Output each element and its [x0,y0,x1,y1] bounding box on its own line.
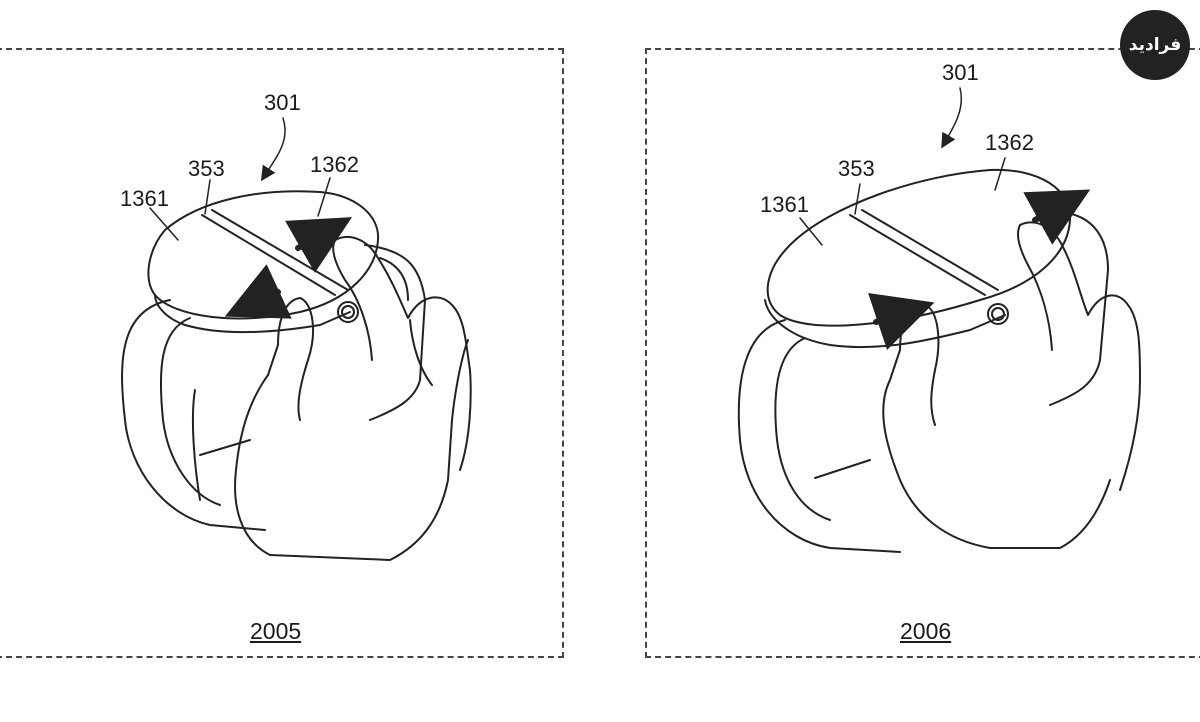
arrow-up-right [285,217,353,273]
label-301: 301 [942,60,979,85]
figure-2006-frame [645,48,1200,658]
figure-number-2005: 2005 [250,618,302,644]
figure-2005-drawing [121,117,472,561]
label-1362: 1362 [310,152,359,177]
crown-button [337,301,359,323]
arrow-right [868,293,935,350]
figure-2006-drawing [737,87,1141,553]
seam-353 [849,214,986,296]
arrow-up-right [1023,189,1091,245]
figure-number-2006: 2006 [900,618,952,644]
right-hand [334,235,472,471]
label-301: 301 [264,90,301,115]
seam-353 [201,214,336,296]
label-353: 353 [188,156,225,181]
figure-2005-frame [0,48,564,658]
watch-strap [737,319,901,553]
label-1362: 1362 [985,130,1034,155]
arrow-down-left [224,264,292,319]
watermark-logo: فرادید [1120,10,1190,80]
crown-button [987,303,1009,325]
watch-face [766,168,1072,327]
label-353: 353 [838,156,875,181]
label-1361: 1361 [760,192,809,217]
label-1361: 1361 [120,186,169,211]
right-hand [1019,221,1141,491]
left-hand [234,297,469,561]
watch-strap [121,299,266,531]
